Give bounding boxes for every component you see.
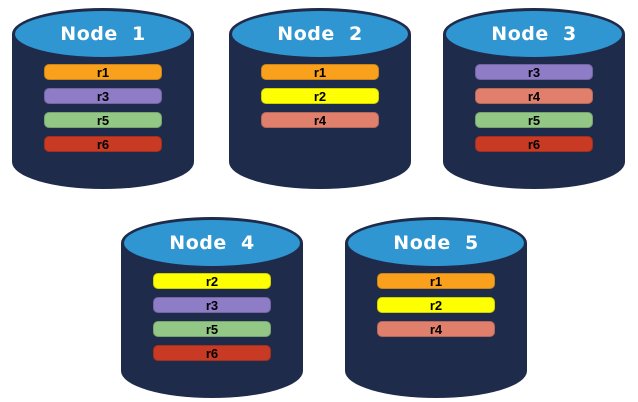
replica-bar: r3	[475, 64, 593, 80]
node-title: Node 1	[60, 23, 146, 45]
replica-label: r1	[429, 273, 443, 289]
replica-bar: r1	[44, 64, 162, 80]
node-cylinder: r1 r2 r4 Node 5	[345, 217, 527, 398]
replica-list: r1 r2 r4	[377, 273, 495, 337]
replica-label: r5	[96, 112, 110, 128]
replica-label: r4	[429, 321, 443, 337]
replica-bar: r6	[153, 345, 271, 361]
replica-label: r4	[527, 88, 541, 104]
replica-label: r2	[313, 88, 327, 104]
replica-bar: r4	[475, 88, 593, 104]
node-cylinder: r2 r3 r5 r6 Node 4	[121, 217, 303, 398]
cylinder-top-cap: Node 2	[229, 8, 411, 60]
replica-bar: r2	[261, 88, 379, 104]
replica-label: r1	[313, 64, 327, 80]
replica-bar: r5	[153, 321, 271, 337]
node-title: Node 4	[169, 232, 255, 254]
replica-label: r4	[313, 112, 327, 128]
replica-label: r6	[96, 136, 110, 152]
replica-list: r1 r3 r5 r6	[44, 64, 162, 152]
node-title: Node 3	[491, 23, 577, 45]
replica-bar: r3	[44, 88, 162, 104]
replica-bar: r1	[377, 273, 495, 289]
replica-label: r3	[205, 297, 219, 313]
replica-bar: r6	[44, 136, 162, 152]
node-cylinder: r1 r2 r4 Node 2	[229, 8, 411, 189]
cylinder-top-cap: Node 5	[345, 217, 527, 269]
replica-bar: r5	[44, 112, 162, 128]
replica-bar: r4	[261, 112, 379, 128]
cylinder-top-cap: Node 1	[12, 8, 194, 60]
replica-label: r5	[205, 321, 219, 337]
replica-bar: r4	[377, 321, 495, 337]
replica-list: r1 r2 r4	[261, 64, 379, 128]
replica-list: r3 r4 r5 r6	[475, 64, 593, 152]
replica-label: r2	[205, 273, 219, 289]
replica-bar: r5	[475, 112, 593, 128]
replica-label: r1	[96, 64, 110, 80]
replica-label: r3	[527, 64, 541, 80]
replica-bar: r1	[261, 64, 379, 80]
replica-label: r6	[205, 345, 219, 361]
replica-label: r2	[429, 297, 443, 313]
node-cylinder: r1 r3 r5 r6 Node 1	[12, 8, 194, 189]
node-title: Node 2	[277, 23, 363, 45]
replica-label: r6	[527, 136, 541, 152]
replica-bar: r2	[153, 273, 271, 289]
replica-list: r2 r3 r5 r6	[153, 273, 271, 361]
node-title: Node 5	[393, 232, 479, 254]
cylinder-top-cap: Node 4	[121, 217, 303, 269]
replica-label: r3	[96, 88, 110, 104]
replica-bar: r6	[475, 136, 593, 152]
replica-bar: r2	[377, 297, 495, 313]
replica-bar: r3	[153, 297, 271, 313]
replica-label: r5	[527, 112, 541, 128]
cylinder-top-cap: Node 3	[443, 8, 625, 60]
node-cylinder: r3 r4 r5 r6 Node 3	[443, 8, 625, 189]
